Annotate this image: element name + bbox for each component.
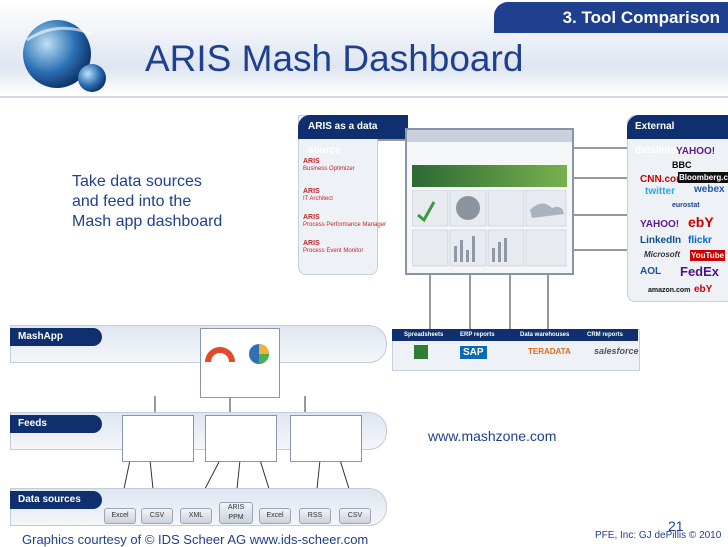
external-panel <box>627 115 728 302</box>
external-panel-title: External data/Internet <box>627 115 728 156</box>
data-source-tab: Excel <box>104 508 136 524</box>
dashboard-widgets <box>412 190 567 267</box>
source-logo: twitter <box>645 186 675 197</box>
aris-product-name: Process Event Monitor <box>303 248 364 254</box>
data-source-tab: CSV <box>339 508 371 524</box>
data-source-tab: XML <box>180 508 212 524</box>
source-logo: YAHOO! <box>676 146 716 157</box>
source-logo: CNN.com <box>640 174 686 185</box>
source-logo: Bloomberg.com <box>678 172 728 183</box>
source-label: Spreadsheets <box>404 332 444 338</box>
spreadsheet-icon <box>414 345 428 359</box>
source-logo: ebY <box>688 214 714 230</box>
page-number: 21 <box>668 518 684 534</box>
source-logo: amazon.com <box>648 287 691 294</box>
graphics-credit: Graphics courtesy of © IDS Scheer AG www… <box>22 532 369 547</box>
aris-product-name: Process Performance Manager <box>303 222 387 228</box>
globe-logo-icon <box>23 20 106 92</box>
source-logo: YAHOO! <box>640 219 680 230</box>
aris-panel <box>298 115 378 275</box>
aris-brand: ARIS <box>303 214 320 221</box>
source-logo: webex <box>694 184 725 195</box>
source-logo: salesforce <box>594 346 639 356</box>
source-logo: FedEx <box>680 264 720 279</box>
aris-product-name: Business Optimizer <box>303 166 355 172</box>
aris-product-2: ARIS IT Architect <box>303 188 333 203</box>
source-logo: TERADATA <box>528 347 571 356</box>
source-logo: ebY <box>694 284 713 295</box>
source-logo: Microsoft <box>644 250 680 259</box>
divider <box>0 96 728 98</box>
source-label: Data warehouses <box>520 332 570 338</box>
aris-brand: ARIS <box>303 188 320 195</box>
page-title: ARIS Mash Dashboard <box>145 38 524 79</box>
source-logo: eurostat <box>672 202 700 209</box>
section-tag: 3. Tool Comparison <box>494 2 728 33</box>
aris-product-name: IT Architect <box>303 196 333 202</box>
aris-brand: ARIS <box>303 158 320 165</box>
aris-brand: ARIS <box>303 240 320 247</box>
aris-product-4: ARIS Process Event Monitor <box>303 240 363 255</box>
aris-panel-title: ARIS as a data source <box>298 115 408 156</box>
source-logo: AOL <box>640 266 662 277</box>
feed-window <box>205 415 277 462</box>
source-logo: LinkedIn <box>640 235 682 246</box>
data-source-tab: CSV <box>141 508 173 524</box>
aris-product-1: ARIS Business Optimizer <box>303 158 355 173</box>
band-label: MashApp <box>10 328 102 346</box>
enterprise-sources-header <box>392 329 638 341</box>
data-source-tab: RSS <box>299 508 331 524</box>
data-source-tab: ARIS PPM <box>219 502 253 524</box>
source-logo: flickr <box>688 235 712 246</box>
source-label: ERP reports <box>460 332 495 338</box>
source-logo: BBC <box>672 160 692 170</box>
data-source-tab: Excel <box>259 508 291 524</box>
source-logo: SAP <box>460 346 487 359</box>
description-text: Take data sources and feed into the Mash… <box>72 173 223 230</box>
band-label: Data sources <box>10 491 102 509</box>
mashzone-url[interactable]: www.mashzone.com <box>428 428 557 444</box>
band-label: Feeds <box>10 415 102 433</box>
mashapp-window <box>200 328 280 398</box>
copyright-text: PFE, Inc: GJ dePillis © 2010 <box>595 530 722 541</box>
source-logo: YouTube <box>690 250 726 261</box>
feed-window <box>290 415 362 462</box>
aris-product-3: ARIS Process Performance Manager <box>303 214 386 229</box>
browser-toolbar <box>407 130 572 142</box>
source-label: CRM reports <box>587 332 624 338</box>
dashboard-gauges <box>205 344 269 364</box>
feed-window <box>122 415 194 462</box>
dashboard-banner <box>412 165 567 187</box>
